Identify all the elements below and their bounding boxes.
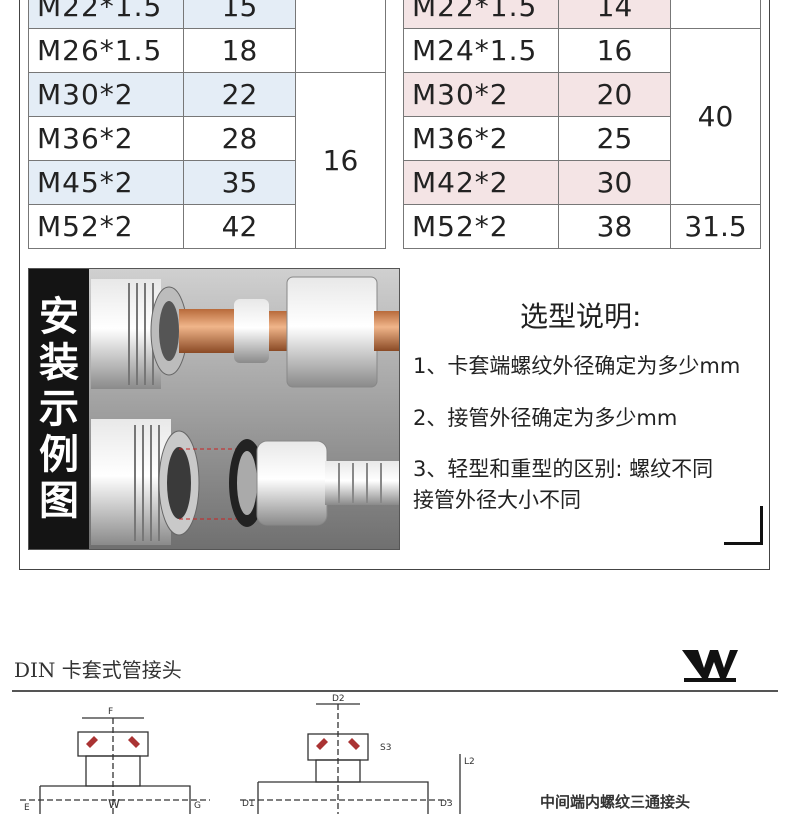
tube-diameter: 14 xyxy=(558,0,671,29)
corner-mark xyxy=(724,506,763,545)
table-row: M52*2 42 xyxy=(28,204,386,249)
installation-example-photo: 安 装 示 例 图 xyxy=(28,268,400,550)
tube-diameter: 18 xyxy=(183,28,296,73)
table-row: M52*2 38 31.5 xyxy=(403,204,761,249)
light-series-table: M22*1.5 15 M26*1.5 18 M30*2 22 16 M36*2 … xyxy=(28,0,386,249)
tube-diameter: 25 xyxy=(558,116,671,161)
dim-label-d1: D1 xyxy=(242,799,255,809)
label-char: 例 xyxy=(39,432,79,478)
pressure-group: 16 xyxy=(295,72,386,249)
table-row: M36*2 25 xyxy=(403,116,761,161)
thread-size: M45*2 xyxy=(28,160,184,205)
table-row: M26*1.5 18 xyxy=(28,28,386,73)
thread-size: M42*2 xyxy=(403,160,559,205)
din-part-caption: 中间端内螺纹三通接头 xyxy=(540,793,691,811)
dim-label-f: F xyxy=(108,707,113,717)
dim-label-d3: D3 xyxy=(440,799,453,809)
thread-size: M52*2 xyxy=(403,204,559,249)
thread-size: M22*1.5 xyxy=(28,0,184,29)
label-char: 安 xyxy=(39,294,79,340)
selection-guide-line: 2、接管外径确定为多少mm xyxy=(413,406,678,430)
table-row: M45*2 35 xyxy=(28,160,386,205)
tube-diameter: 38 xyxy=(558,204,671,249)
logo-mark-w: W xyxy=(108,797,120,811)
table-row: M42*2 30 xyxy=(403,160,761,205)
label-char: 图 xyxy=(39,478,79,524)
pressure-last: 31.5 xyxy=(670,204,761,249)
tube-diameter: 30 xyxy=(558,160,671,205)
table-row: M36*2 28 xyxy=(28,116,386,161)
thread-size: M52*2 xyxy=(28,204,184,249)
tube-diameter: 22 xyxy=(183,72,296,117)
dim-label-d2: D2 xyxy=(332,694,345,704)
dim-label-l2: L2 xyxy=(464,757,475,767)
table-row: M22*1.5 15 xyxy=(28,0,386,73)
heavy-series-table: M22*1.5 14 M24*1.5 16 40 M30*2 20 M36*2 … xyxy=(403,0,761,249)
selection-guide-line: 1、卡套端螺纹外径确定为多少mm xyxy=(413,354,741,378)
tube-diameter: 20 xyxy=(558,72,671,117)
table-row: M24*1.5 16 40 xyxy=(403,28,761,205)
pressure-group: 40 xyxy=(670,28,761,205)
selection-guide-line: 3、轻型和重型的区别: 螺纹不同 xyxy=(413,457,714,481)
thread-size: M24*1.5 xyxy=(403,28,559,73)
table-row: M22*1.5 14 xyxy=(403,0,761,29)
pressure-cell-empty xyxy=(295,0,386,73)
thread-size: M36*2 xyxy=(28,116,184,161)
thread-size: M22*1.5 xyxy=(403,0,559,29)
install-example-label: 安 装 示 例 图 xyxy=(29,269,89,549)
din-section-rule xyxy=(12,690,778,692)
tube-diameter: 35 xyxy=(183,160,296,205)
tube-diameter: 42 xyxy=(183,204,296,249)
label-char: 示 xyxy=(39,386,79,432)
dim-label-s3: S3 xyxy=(380,743,391,753)
label-char: 装 xyxy=(39,340,79,386)
dim-label-e: E xyxy=(24,803,30,813)
tube-diameter: 16 xyxy=(558,28,671,73)
brand-logo-icon xyxy=(682,650,738,682)
dim-label-g: G xyxy=(194,801,201,811)
table-row: M30*2 20 xyxy=(403,72,761,117)
selection-guide-line: 接管外径大小不同 xyxy=(413,488,581,512)
tube-diameter: 15 xyxy=(183,0,296,29)
spec-panel-frame xyxy=(19,0,770,570)
selection-guide-title: 选型说明: xyxy=(520,300,642,333)
pressure-cell-empty xyxy=(670,0,761,29)
din-technical-drawing: F D2 S3 L2 D1 D3 E G W xyxy=(20,694,475,814)
thread-size: M26*1.5 xyxy=(28,28,184,73)
table-row: M30*2 22 16 xyxy=(28,72,386,249)
thread-size: M36*2 xyxy=(403,116,559,161)
tube-diameter: 28 xyxy=(183,116,296,161)
din-section-title: DIN 卡套式管接头 xyxy=(14,658,182,682)
thread-size: M30*2 xyxy=(403,72,559,117)
fitting-illustration xyxy=(29,269,399,549)
thread-size: M30*2 xyxy=(28,72,184,117)
